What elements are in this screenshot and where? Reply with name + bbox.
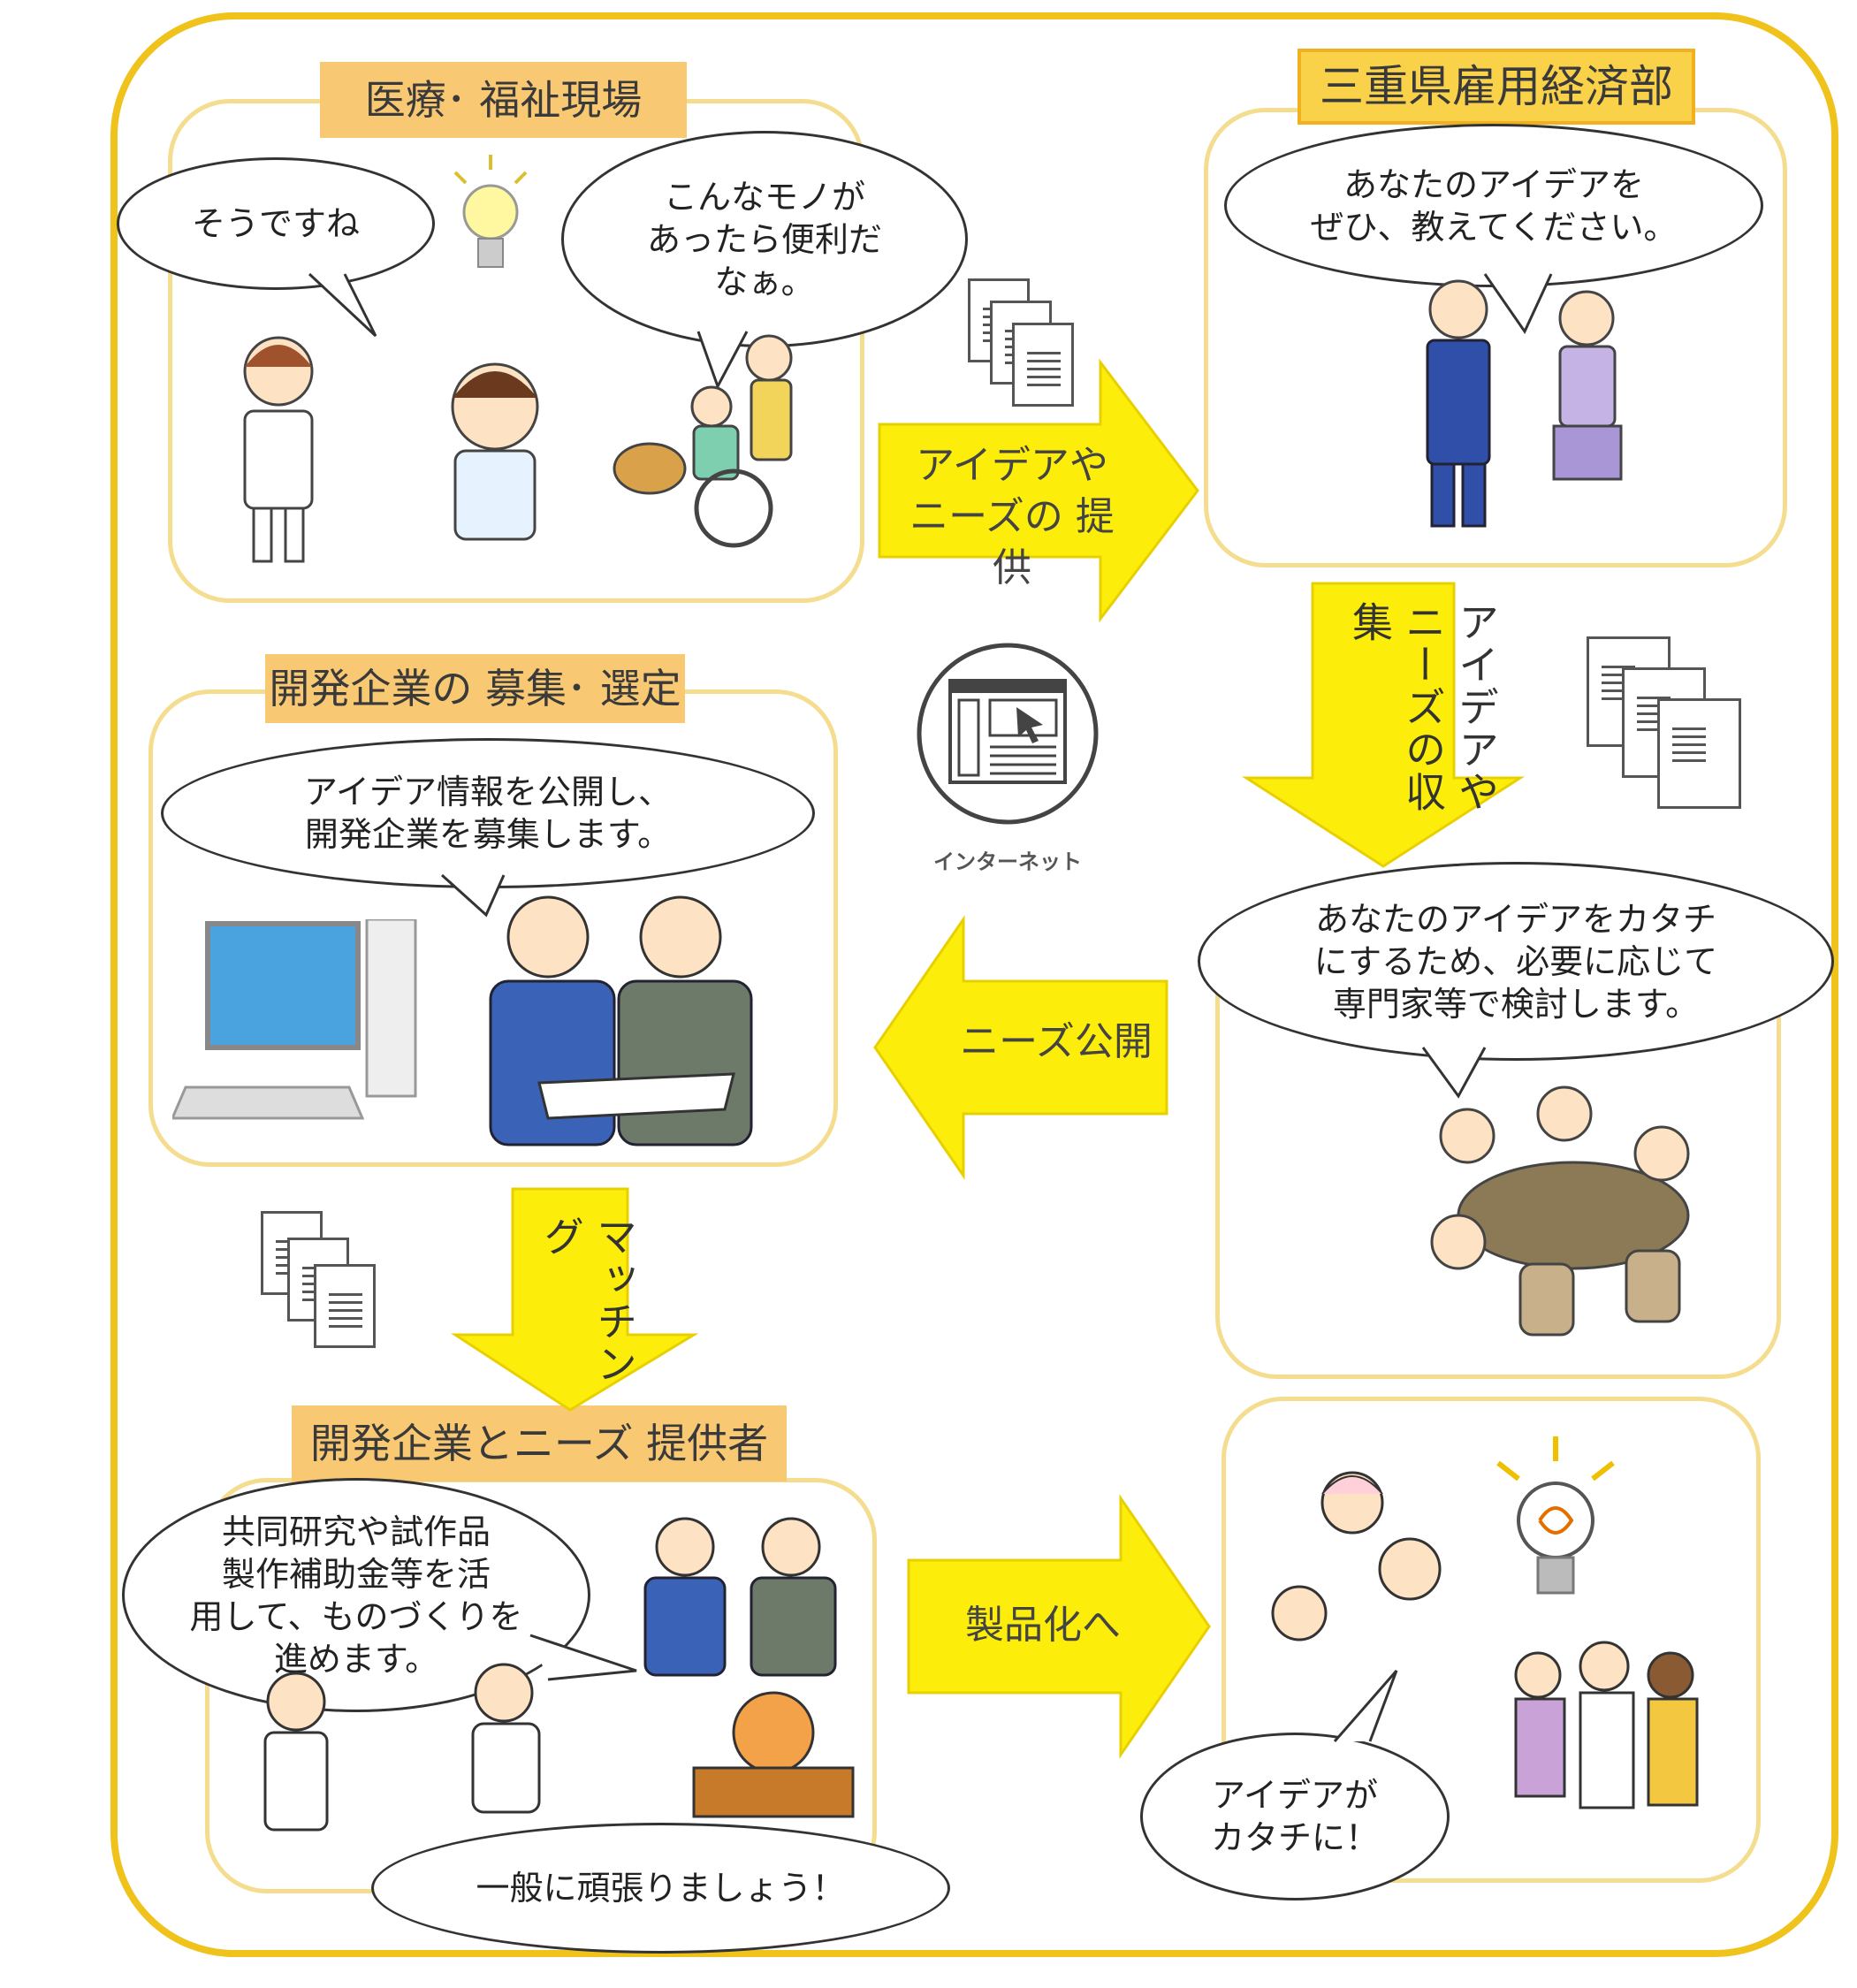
- arrow-provide-label: アイデアや ニーズの 提供: [909, 443, 1115, 590]
- bubble-tail: [1333, 1670, 1398, 1742]
- internet-icon: [917, 643, 1099, 825]
- label-partners: 開発企業とニーズ 提供者: [292, 1405, 787, 1481]
- community-figures: [1271, 1471, 1699, 1809]
- arrow-needs-open: [873, 915, 1168, 1180]
- wheelchair-figure: [613, 334, 793, 548]
- bubble-tail: [1421, 1047, 1487, 1099]
- bubble-tail: [1483, 273, 1553, 335]
- arrow-collect-label: アイデアや ニーズの収集: [1346, 601, 1500, 813]
- documents-icon: [1587, 636, 1763, 813]
- bubble-ask-idea: あなたのアイデアを ぜひ、教えてください。: [1224, 124, 1763, 287]
- partners-figures: [263, 1517, 855, 1832]
- bubble-agree: そうですね: [117, 157, 435, 290]
- label-mie-dept: 三重県雇用経済部: [1298, 49, 1695, 125]
- bubble-research: 共同研究や試作品 製作補助金等を活 用して、ものづくりを 進めます。: [122, 1478, 590, 1712]
- outer-frame: [110, 12, 1838, 1957]
- lightbulb-icon: [453, 155, 528, 268]
- computer-icon: [172, 919, 417, 1120]
- arrow-needs-open-label: ニーズ公開: [960, 1019, 1153, 1064]
- official-figures: [1426, 279, 1623, 528]
- businessmen-figures: [489, 895, 753, 1146]
- bubble-wish: こんなモノが あったら便利だ なぁ。: [561, 131, 968, 347]
- bubble-tail: [440, 873, 506, 918]
- arrow-matching-label: マッチング: [537, 1215, 638, 1385]
- meeting-figures: [1430, 1085, 1690, 1337]
- bubble-tail: [308, 272, 377, 338]
- doctor-figure: [243, 336, 314, 563]
- arrow-matching: [450, 1187, 699, 1412]
- documents-icon: [261, 1211, 402, 1352]
- arrow-to-product-label: 製品化へ: [965, 1603, 1121, 1648]
- arrow-to-product: [907, 1494, 1211, 1759]
- bubble-tail: [529, 1634, 637, 1681]
- internet-label: インターネット: [933, 849, 1082, 874]
- staff-figure: [451, 362, 539, 541]
- arrow-collect: [1241, 582, 1526, 868]
- lightbulb-icon: [1496, 1436, 1615, 1595]
- bubble-publish: アイデア情報を公開し、 開発企業を募集します。: [161, 738, 815, 888]
- bubble-realized: アイデアが カタチに！: [1140, 1733, 1450, 1900]
- label-medical-site: 医療･ 福祉現場: [320, 62, 687, 138]
- arrow-provide: [878, 358, 1199, 623]
- bubble-tail: [696, 331, 749, 390]
- bubble-cheer: 一般に頑張りましょう！: [371, 1823, 950, 1954]
- bubble-review: あなたのアイデアをカタチ にするため、必要に応じて 専門家等で検討します。: [1198, 862, 1834, 1061]
- label-recruit: 開発企業の 募集･ 選定: [265, 654, 685, 723]
- documents-icon: [968, 278, 1100, 411]
